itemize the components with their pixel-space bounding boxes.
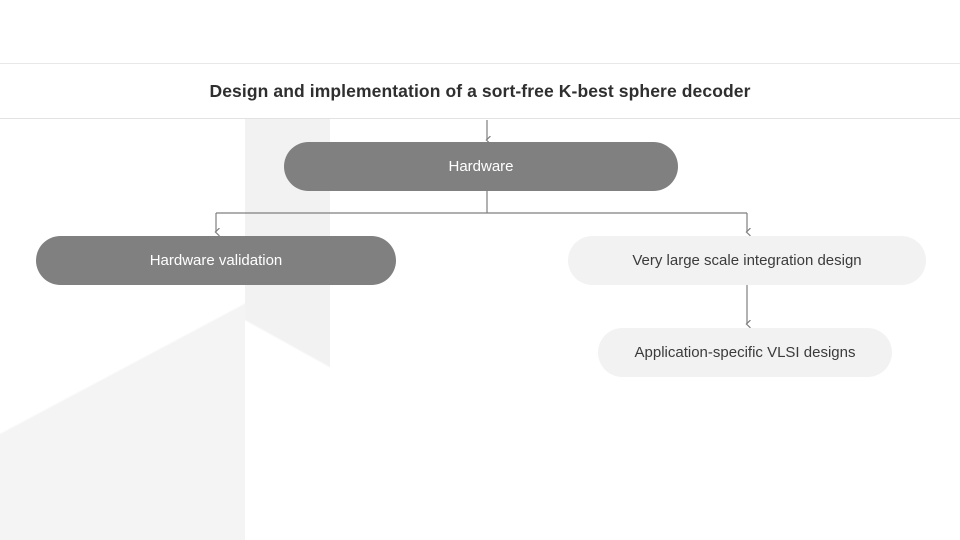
node-hardware[interactable]: Hardware: [284, 142, 678, 191]
node-hardware-validation-label: Hardware validation: [149, 252, 283, 269]
node-hardware-label: Hardware: [448, 158, 514, 175]
background-wedge-decoration: [0, 118, 330, 540]
background-wedge-decoration-secondary: [0, 118, 245, 540]
page-title: Design and implementation of a sort-free…: [209, 80, 751, 101]
node-asic-label: Application-specific VLSI designs: [634, 344, 856, 361]
node-application-specific-vlsi-designs[interactable]: Application-specific VLSI designs: [598, 328, 892, 377]
node-hardware-validation[interactable]: Hardware validation: [36, 236, 396, 285]
node-very-large-scale-integration-design[interactable]: Very large scale integration design: [568, 236, 926, 285]
node-vlsi-label: Very large scale integration design: [632, 252, 862, 269]
connector-hardware-to-children: [214, 191, 751, 237]
slide-title-bar: Design and implementation of a sort-free…: [0, 63, 960, 119]
